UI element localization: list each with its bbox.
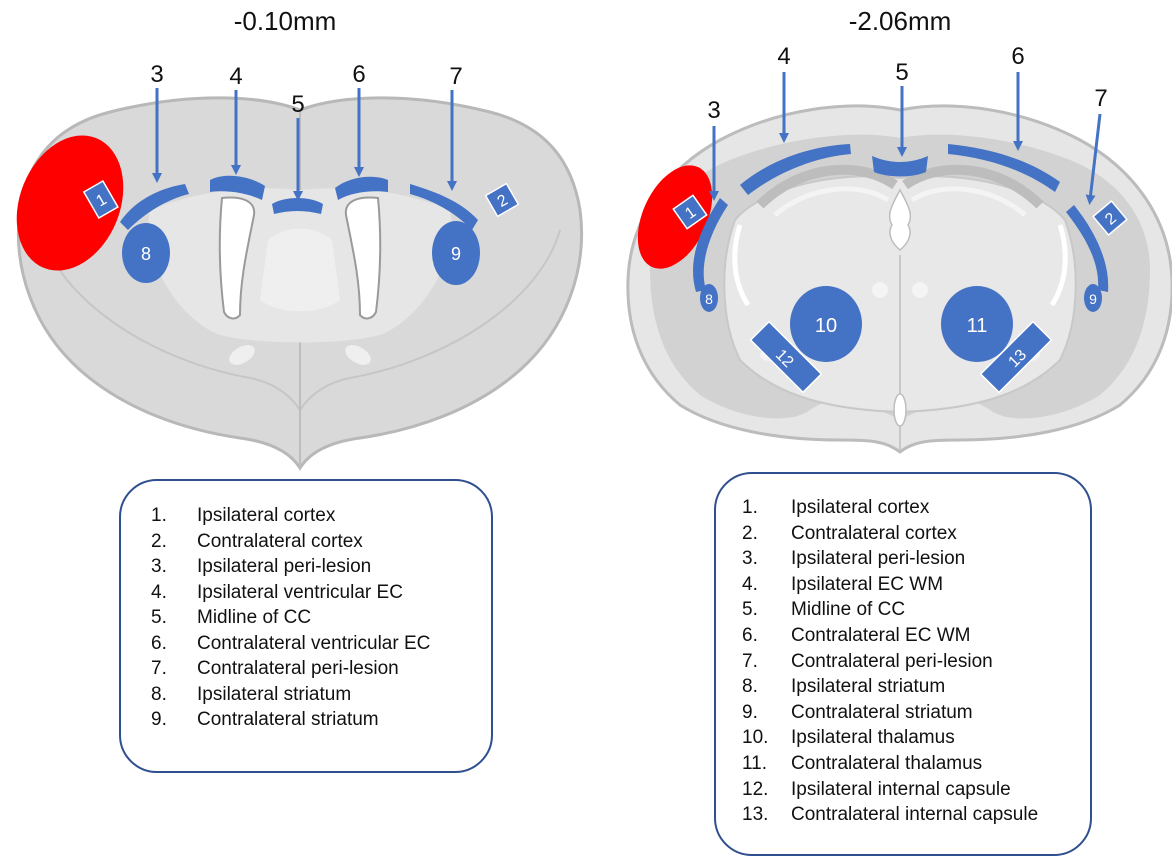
legend-item: 8.Ipsilateral striatum [151,682,491,708]
roi-label: 8 [141,244,151,264]
legend-item-text: Ipsilateral striatum [197,682,351,708]
legend-item-number: 5. [151,605,197,631]
legend-item-text: Ipsilateral striatum [791,674,945,700]
legend-item-text: Midline of CC [791,597,905,623]
arrow-label-4: 4 [777,43,790,70]
legend-item: 3.Ipsilateral peri-lesion [742,546,1090,572]
legend-item: 4.Ipsilateral ventricular EC [151,580,491,606]
arrow-label-6: 6 [352,61,365,88]
legend-item-number: 4. [151,580,197,606]
legend-item-number: 2. [151,529,197,555]
legend-item-text: Contralateral peri-lesion [791,649,993,675]
legend-item: 13.Contralateral internal capsule [742,802,1090,828]
brain-section-anterior: 1 2 8 9 3 4 5 6 7 [0,61,582,468]
legend-item: 9.Contralateral striatum [742,700,1090,726]
legend-item-text: Contralateral striatum [197,707,379,733]
legend-item-text: Contralateral cortex [197,529,363,555]
legend-item: 4.Ipsilateral EC WM [742,572,1090,598]
legend-item: 1.Ipsilateral cortex [742,495,1090,521]
arrow-label-7: 7 [449,63,462,90]
legend-item-number: 1. [742,495,791,521]
legend-item-number: 6. [742,623,791,649]
legend-item: 5.Midline of CC [742,597,1090,623]
legend-item: 7.Contralateral peri-lesion [742,649,1090,675]
arrow-label-4: 4 [229,63,242,90]
legend-item-text: Ipsilateral ventricular EC [197,580,403,606]
legend-item-number: 9. [742,700,791,726]
legend-item: 2.Contralateral cortex [742,521,1090,547]
legend-item: 5.Midline of CC [151,605,491,631]
legend-item-text: Contralateral thalamus [791,751,982,777]
legend-item-number: 9. [151,707,197,733]
legend-item-number: 13. [742,802,791,828]
legend-item: 1.Ipsilateral cortex [151,503,491,529]
legend-item-text: Ipsilateral cortex [791,495,929,521]
legend-item-number: 5. [742,597,791,623]
legend-item-number: 3. [151,554,197,580]
roi-label: 9 [1089,291,1097,307]
legend-item-number: 1. [151,503,197,529]
roi-label: 8 [705,291,713,307]
legend-item-number: 7. [742,649,791,675]
legend-item-number: 2. [742,521,791,547]
roi-label: 11 [967,315,988,337]
legend-item-number: 7. [151,656,197,682]
legend-item: 10.Ipsilateral thalamus [742,725,1090,751]
arrow-label-3: 3 [150,61,163,88]
legend-item-text: Contralateral peri-lesion [197,656,399,682]
legend-item-text: Contralateral internal capsule [791,802,1038,828]
brain-section-posterior: 1 2 8 9 10 11 12 13 3 4 5 [623,43,1172,452]
legend-item: 8.Ipsilateral striatum [742,674,1090,700]
legend-item-text: Ipsilateral peri-lesion [791,546,965,572]
legend-item-number: 10. [742,725,791,751]
legend-item-text: Contralateral striatum [791,700,973,726]
legend-item-number: 11. [742,751,791,777]
legend-item-text: Contralateral cortex [791,521,957,547]
legend-item-text: Ipsilateral peri-lesion [197,554,371,580]
legend-item-text: Contralateral ventricular EC [197,631,430,657]
legend-item-text: Ipsilateral internal capsule [791,777,1011,803]
arrow-label-5: 5 [895,59,908,86]
legend-item-number: 8. [742,674,791,700]
arrow-label-6: 6 [1011,43,1024,70]
legend-item: 9.Contralateral striatum [151,707,491,733]
legend-item-text: Ipsilateral EC WM [791,572,943,598]
legend-item: 6.Contralateral EC WM [742,623,1090,649]
legend-item: 7.Contralateral peri-lesion [151,656,491,682]
arrow-label-5: 5 [291,91,304,118]
legend-item-number: 6. [151,631,197,657]
legend-item-text: Midline of CC [197,605,311,631]
legend-item: 3.Ipsilateral peri-lesion [151,554,491,580]
legend-item-text: Contralateral EC WM [791,623,971,649]
legend-item-number: 8. [151,682,197,708]
legend-item-text: Ipsilateral cortex [197,503,335,529]
legend-item: 6.Contralateral ventricular EC [151,631,491,657]
arrow-label-7: 7 [1094,85,1107,112]
legend-item: 12.Ipsilateral internal capsule [742,777,1090,803]
legend-item-text: Ipsilateral thalamus [791,725,955,751]
legend-item: 11.Contralateral thalamus [742,751,1090,777]
arrow-label-3: 3 [707,97,720,124]
legend-item: 2.Contralateral cortex [151,529,491,555]
roi-label: 10 [815,315,837,337]
roi-label: 9 [451,244,461,264]
legend-item-number: 4. [742,572,791,598]
legend-item-number: 3. [742,546,791,572]
legend-item-number: 12. [742,777,791,803]
